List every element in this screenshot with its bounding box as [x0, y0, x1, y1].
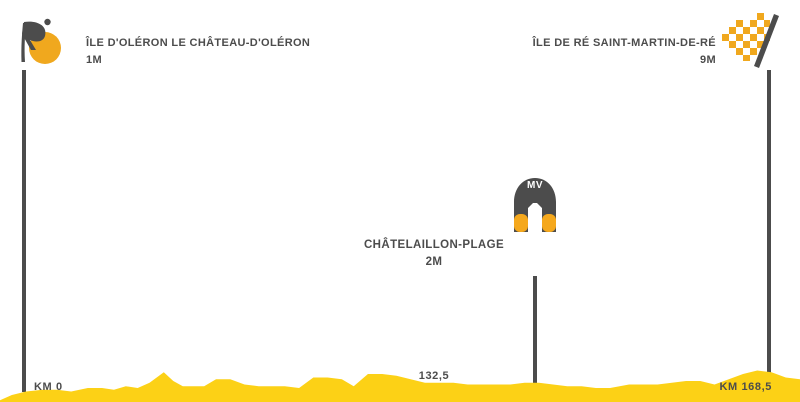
checkered-flag-icon [718, 12, 786, 74]
km-sprint-label: 132,5 [0, 370, 800, 382]
sprint-arch-icon: MV [500, 176, 570, 232]
finish-location-name: ÎLE DE RÉ SAINT-MARTIN-DE-RÉ [532, 37, 716, 49]
km-finish-label: KM 168,5 [719, 381, 772, 393]
sprint-location-label: CHÂTELAILLON-PLAGE 2M [0, 237, 800, 271]
sprint-altitude: 2M [425, 256, 443, 268]
start-location-name: ÎLE D'OLÉRON LE CHÂTEAU-D'OLÉRON [86, 37, 311, 49]
finish-altitude: 9M [700, 54, 716, 66]
sprint-marker-line [533, 276, 537, 402]
sprint-location-name: CHÂTELAILLON-PLAGE [363, 239, 505, 251]
sprint-badge-label: MV [527, 180, 543, 191]
start-marker-line [22, 70, 26, 392]
start-altitude: 1M [86, 54, 102, 66]
depart-cyclist-icon [14, 14, 68, 68]
elevation-profile [0, 332, 800, 402]
km-start-label: KM 0 [34, 381, 63, 393]
km-sprint-value: 132,5 [418, 370, 450, 382]
finish-marker-line [767, 70, 771, 392]
start-location-label: ÎLE D'OLÉRON LE CHÂTEAU-D'OLÉRON 1M [86, 35, 310, 69]
finish-location-label: ÎLE DE RÉ SAINT-MARTIN-DE-RÉ 9M [533, 35, 716, 69]
